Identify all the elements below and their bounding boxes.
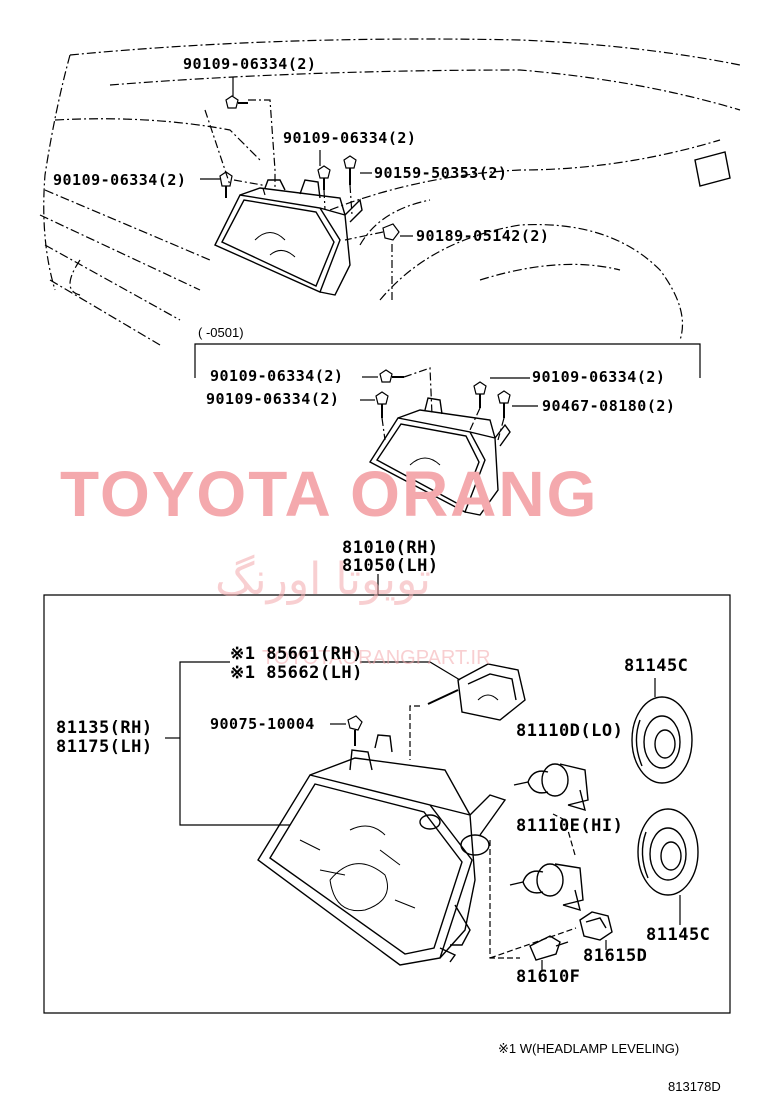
part-label-unit-lh: 81175(LH): [56, 737, 153, 757]
part-label-top-screw: 90159-50353(2): [374, 164, 508, 182]
part-label-top-clip: 90189-05142(2): [416, 227, 550, 245]
bolt-icon: [219, 171, 233, 198]
part-label-unit-rh: 81135(RH): [56, 718, 153, 738]
part-label-top-bolt-left: 90109-06334(2): [53, 171, 187, 189]
screw-icon: [497, 390, 511, 418]
headlamp-icon: [257, 734, 507, 966]
part-label-assy-rh: 81010(RH): [342, 538, 439, 558]
headlamp-icon: [369, 397, 511, 516]
part-label-mid-bolt-b: 90109-06334(2): [206, 390, 340, 408]
part-label-actuator-lh: ※1 85662(LH): [230, 663, 363, 683]
part-label-small-bulb: 81610F: [516, 967, 581, 987]
watermark-site: TOYOTAORANGPART.IR: [262, 647, 491, 669]
bulb-icon: [513, 763, 589, 812]
part-label-mid-bolt-right: 90109-06334(2): [532, 368, 666, 386]
bolt-icon: [379, 369, 404, 383]
bolt-icon: [473, 381, 487, 408]
footnote: ※1 W(HEADLAMP LEVELING): [498, 1041, 680, 1056]
leader-lines-top: [204, 99, 393, 300]
actuator-dash: [409, 705, 420, 760]
part-label-cover-lower: 81145C: [646, 925, 711, 945]
part-label-mid-bolt-a: 90109-06334(2): [210, 367, 344, 385]
part-label-bulb-hi: 81110E(HI): [516, 816, 624, 836]
screw-icon: [347, 715, 363, 746]
assembly-frame: [43, 594, 731, 1014]
part-label-cover-upper: 81145C: [624, 656, 689, 676]
leader-lines-top-solid: [200, 77, 413, 237]
cover-icon: [637, 808, 699, 896]
leader-lines-lower: [489, 813, 577, 959]
part-label-actuator-rh: ※1 85661(RH): [230, 644, 363, 664]
part-label-assy-lh: 81050(LH): [342, 556, 439, 576]
screw-icon: [343, 155, 357, 185]
leader-lines-mid-solid: [360, 376, 538, 407]
date-range-bracket: [194, 343, 701, 378]
bulb-icon: [529, 935, 569, 961]
socket-icon: [579, 911, 613, 941]
bulb-icon: [509, 863, 584, 912]
actuator-leader: [360, 661, 461, 681]
watermark-text: TOYOTA ORANG: [60, 458, 599, 530]
bolt-icon: [225, 95, 248, 109]
car-body-outline: [39, 38, 741, 346]
part-label-bulb-lo: 81110D(LO): [516, 721, 624, 741]
cover-icon: [631, 696, 693, 784]
watermark-persian: تویوتا اورنگ: [215, 554, 431, 605]
clip-icon: [382, 223, 400, 241]
leader-lines-mid: [381, 367, 505, 441]
part-label-socket: 81615D: [583, 946, 648, 966]
part-label-mid-screw: 90467-08180(2): [542, 397, 676, 415]
date-range-label: ( -0501): [198, 325, 244, 340]
actuator-icon: [427, 663, 526, 721]
part-label-top-bolt-b: 90109-06334(2): [283, 129, 417, 147]
headlamp-icon: [214, 179, 363, 296]
bolt-icon: [317, 165, 331, 190]
unit-bracket: [179, 661, 290, 826]
bolt-icon: [375, 391, 389, 418]
part-label-top-bolt-a: 90109-06334(2): [183, 55, 317, 73]
figure-id: 813178D: [668, 1079, 721, 1094]
side-marker-icon: [694, 151, 731, 187]
part-label-screw-unit: 90075-10004: [210, 715, 315, 733]
